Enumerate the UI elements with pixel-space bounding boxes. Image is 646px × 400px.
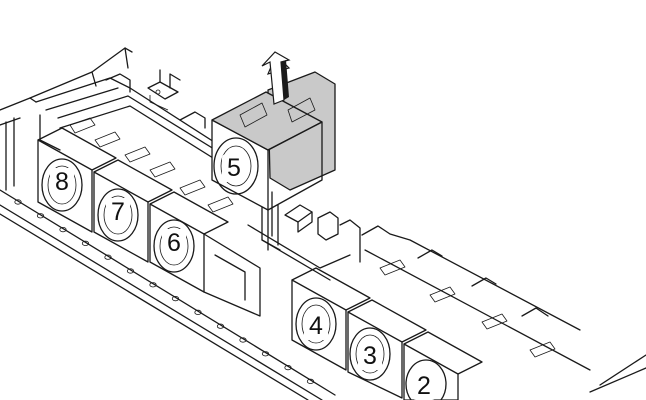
rail-hole (239, 337, 247, 343)
fan-5 (211, 71, 336, 251)
rail-hole (194, 309, 202, 315)
up-arrow-icon (261, 51, 291, 105)
center-partition (247, 191, 361, 281)
rail-hole (149, 282, 157, 288)
fan-labels: 5 8 7 6 4 3 2 (50, 154, 436, 400)
fan-label-8: 8 (55, 168, 69, 196)
rail-hole (104, 254, 112, 260)
chassis-frame (0, 47, 646, 400)
rail-hole (81, 240, 90, 246)
rail-hole (306, 378, 315, 384)
rail-hole (171, 295, 180, 302)
rear-right-fans (361, 225, 591, 371)
cable-bracket (147, 69, 181, 111)
fan-label-5: 5 (227, 154, 241, 182)
rail-holes (14, 199, 315, 384)
fan-label-7: 7 (111, 198, 125, 226)
rail-hole (59, 227, 67, 233)
rail-hole (14, 199, 22, 205)
rail-hole (261, 351, 270, 357)
rail-hole (36, 213, 45, 219)
rail-hole (126, 268, 135, 274)
rail-hole (216, 323, 225, 329)
fan-label-2: 2 (417, 372, 431, 400)
rail-hole (284, 364, 292, 371)
fan-label-3: 3 (363, 342, 377, 370)
fan-label-6: 6 (167, 229, 181, 257)
fan-label-4: 4 (309, 312, 323, 340)
